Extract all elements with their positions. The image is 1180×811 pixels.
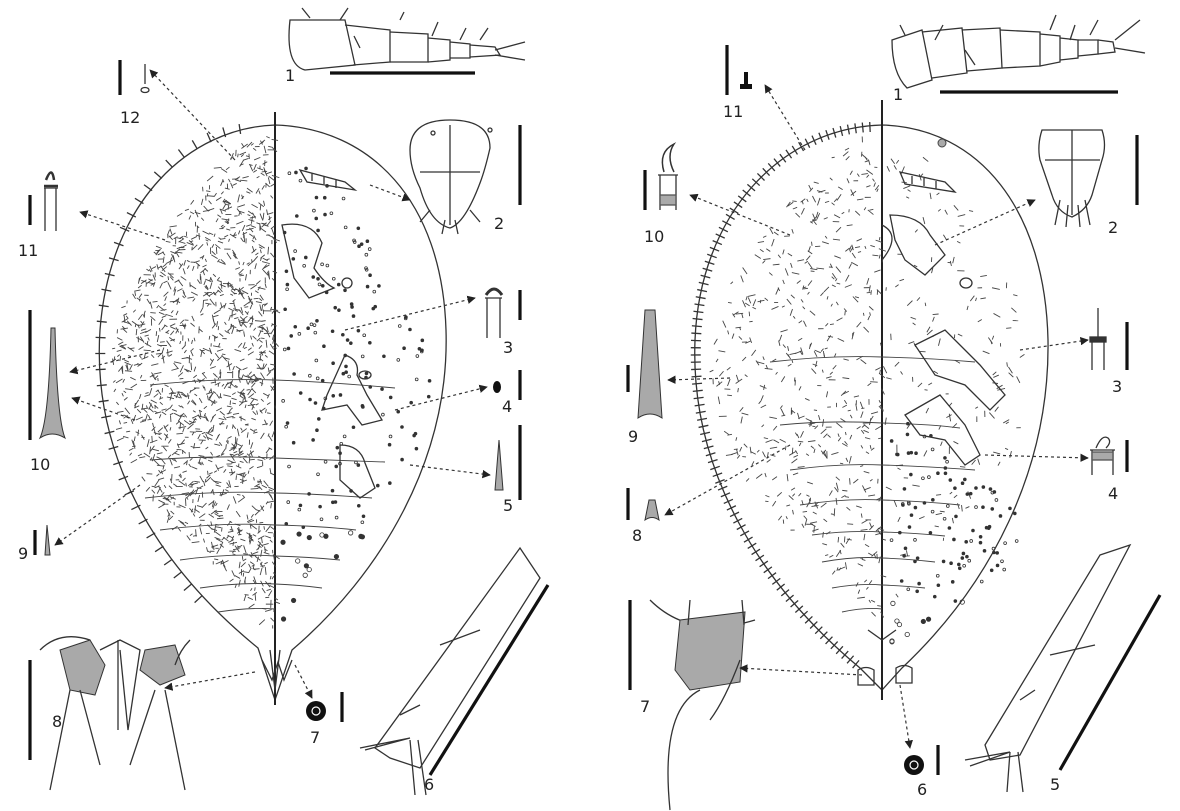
right-anal-region bbox=[857, 629, 913, 686]
right-inset-leg-5 bbox=[964, 543, 1132, 793]
left-label-10: 10 bbox=[30, 455, 50, 474]
right-scale-bars bbox=[626, 45, 1162, 775]
left-insets bbox=[38, 7, 541, 796]
left-anal-plates bbox=[261, 649, 293, 691]
left-label-6: 6 bbox=[424, 775, 434, 794]
left-ventral-pores bbox=[280, 166, 432, 622]
right-inset-pore-10 bbox=[658, 142, 678, 210]
right-inset-pore-3 bbox=[1089, 308, 1107, 370]
right-label-1: 1 bbox=[893, 85, 903, 104]
left-dorsal-setae bbox=[111, 136, 281, 629]
right-inset-seta-9 bbox=[637, 309, 663, 419]
right-label-8: 8 bbox=[632, 526, 642, 545]
right-arrows bbox=[664, 84, 1089, 749]
left-inset-pore-4 bbox=[493, 381, 501, 393]
right-ventral-pores bbox=[889, 421, 1019, 645]
right-label-3: 3 bbox=[1112, 377, 1122, 396]
right-label-10: 10 bbox=[644, 227, 664, 246]
left-label-2: 2 bbox=[494, 214, 504, 233]
left-figure-labels: 1 2 3 4 5 6 7 8 9 10 11 12 bbox=[18, 66, 513, 794]
right-inset-antenna bbox=[891, 14, 1146, 89]
right-label-5: 5 bbox=[1050, 775, 1060, 794]
left-inset-anal-8 bbox=[39, 636, 191, 791]
right-dorsal-setae bbox=[709, 136, 1025, 618]
left-inset-pore-7 bbox=[306, 701, 326, 721]
left-scale-bars bbox=[28, 60, 550, 776]
left-inset-pore-11 bbox=[44, 171, 58, 231]
right-inset-anal-7 bbox=[649, 599, 756, 811]
left-label-7: 7 bbox=[310, 728, 320, 747]
right-insets bbox=[637, 14, 1146, 811]
right-label-11: 11 bbox=[723, 102, 743, 121]
right-inset-seta-8 bbox=[644, 499, 660, 522]
left-label-5: 5 bbox=[503, 496, 513, 515]
left-inset-pore-3 bbox=[484, 287, 504, 338]
left-specimen bbox=[95, 112, 447, 705]
right-inset-pore-11 bbox=[740, 72, 752, 89]
right-label-4: 4 bbox=[1108, 484, 1118, 503]
right-body-antenna bbox=[898, 171, 957, 193]
right-inset-pore-4 bbox=[1090, 436, 1115, 475]
left-label-12: 12 bbox=[120, 108, 140, 127]
left-label-11: 11 bbox=[18, 241, 38, 260]
right-segments bbox=[769, 356, 976, 613]
right-figure-labels: 1 2 3 4 5 6 7 8 9 10 11 bbox=[628, 85, 1122, 799]
left-inset-seta-10 bbox=[38, 327, 67, 440]
right-label-6: 6 bbox=[917, 780, 927, 799]
left-legs bbox=[281, 223, 384, 499]
left-body-antenna bbox=[298, 168, 358, 192]
left-label-4: 4 bbox=[502, 397, 512, 416]
left-label-9: 9 bbox=[18, 544, 28, 563]
right-legs bbox=[881, 214, 1006, 466]
right-specimen bbox=[690, 100, 1049, 700]
left-arrows bbox=[54, 69, 491, 699]
right-marginal-setae bbox=[690, 121, 871, 669]
left-label-8: 8 bbox=[52, 712, 62, 731]
left-inset-leg-6 bbox=[359, 546, 541, 796]
left-label-1: 1 bbox=[285, 66, 295, 85]
left-body-outline bbox=[98, 124, 447, 703]
left-label-3: 3 bbox=[503, 338, 513, 357]
left-inset-seta-9 bbox=[44, 524, 51, 556]
right-body-spot bbox=[937, 138, 947, 148]
left-inset-seta-5 bbox=[494, 439, 504, 491]
right-label-2: 2 bbox=[1108, 218, 1118, 237]
left-inset-plate-2 bbox=[409, 119, 493, 235]
right-inset-plate-2 bbox=[1038, 129, 1106, 228]
right-label-9: 9 bbox=[628, 427, 638, 446]
left-inset-pore-12 bbox=[140, 64, 150, 94]
left-inset-antenna bbox=[288, 7, 526, 71]
right-inset-pore-6 bbox=[904, 755, 924, 775]
left-marginal-setae bbox=[95, 123, 242, 604]
right-label-7: 7 bbox=[640, 697, 650, 716]
